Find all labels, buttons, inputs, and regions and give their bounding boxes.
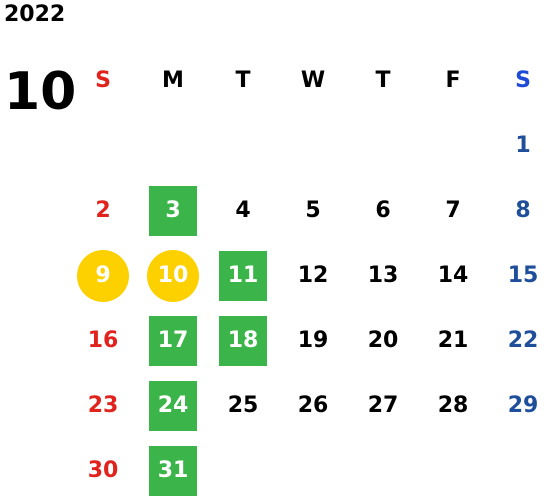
calendar-day-empty xyxy=(348,438,418,503)
highlighted-day-number: 17 xyxy=(149,315,197,366)
calendar-day-empty xyxy=(278,113,348,178)
calendar-day[interactable]: 10 xyxy=(138,243,208,308)
calendar-day[interactable]: 13 xyxy=(348,243,418,308)
weekday-header-friday: F xyxy=(445,68,461,93)
calendar-day[interactable]: 15 xyxy=(488,243,548,308)
calendar-day-empty xyxy=(68,113,138,178)
day-number: 20 xyxy=(367,328,399,353)
calendar-day[interactable]: 11 xyxy=(208,243,278,308)
calendar-day[interactable]: 28 xyxy=(418,373,488,438)
calendar-day[interactable]: 16 xyxy=(68,308,138,373)
calendar-day[interactable]: 18 xyxy=(208,308,278,373)
calendar-day[interactable]: 22 xyxy=(488,308,548,373)
calendar-day[interactable]: 3 xyxy=(138,178,208,243)
day-number: 27 xyxy=(367,393,399,418)
calendar-day[interactable]: 8 xyxy=(488,178,548,243)
calendar-day[interactable]: 14 xyxy=(418,243,488,308)
day-number: 30 xyxy=(87,458,119,483)
day-number: 7 xyxy=(445,198,461,223)
day-number: 1 xyxy=(515,133,531,158)
weekday-header-sunday: S xyxy=(95,68,111,93)
highlighted-day-number: 3 xyxy=(149,185,197,236)
day-number: 15 xyxy=(507,263,539,288)
calendar-year: 2022 xyxy=(4,2,66,27)
day-number: 14 xyxy=(437,263,469,288)
calendar-day[interactable]: 19 xyxy=(278,308,348,373)
day-number: 21 xyxy=(437,328,469,353)
calendar-day[interactable]: 26 xyxy=(278,373,348,438)
calendar-day[interactable]: 27 xyxy=(348,373,418,438)
day-number: 8 xyxy=(515,198,531,223)
calendar-day[interactable]: 9 xyxy=(68,243,138,308)
day-number: 23 xyxy=(87,393,119,418)
day-number: 5 xyxy=(305,198,321,223)
highlighted-day-number: 18 xyxy=(219,315,267,366)
highlighted-day-number: 31 xyxy=(149,445,197,496)
weekday-header-monday: M xyxy=(162,68,184,93)
calendar-day-empty xyxy=(208,438,278,503)
calendar-day[interactable]: 5 xyxy=(278,178,348,243)
calendar-day[interactable]: 6 xyxy=(348,178,418,243)
calendar-day[interactable]: 1 xyxy=(488,113,548,178)
weekday-header-saturday: S xyxy=(515,68,531,93)
calendar-day[interactable]: 31 xyxy=(138,438,208,503)
calendar-day-empty xyxy=(488,438,548,503)
calendar-day[interactable]: 2 xyxy=(68,178,138,243)
calendar-day[interactable]: 25 xyxy=(208,373,278,438)
day-number: 19 xyxy=(297,328,329,353)
day-number: 22 xyxy=(507,328,539,353)
day-number: 26 xyxy=(297,393,329,418)
calendar-day[interactable]: 4 xyxy=(208,178,278,243)
calendar-day[interactable]: 12 xyxy=(278,243,348,308)
calendar-day-empty xyxy=(418,113,488,178)
calendar-day-empty xyxy=(418,438,488,503)
calendar-day[interactable]: 30 xyxy=(68,438,138,503)
day-number: 16 xyxy=(87,328,119,353)
day-number: 6 xyxy=(375,198,391,223)
day-number: 29 xyxy=(507,393,539,418)
day-number: 13 xyxy=(367,263,399,288)
calendar-day[interactable]: 20 xyxy=(348,308,418,373)
weekday-header-thursday: T xyxy=(375,68,391,93)
calendar-month: 10 xyxy=(4,62,77,122)
weekday-header-wednesday: W xyxy=(300,68,326,93)
calendar-day-empty xyxy=(138,113,208,178)
calendar-day[interactable]: 29 xyxy=(488,373,548,438)
calendar-day-empty xyxy=(208,113,278,178)
calendar-day[interactable]: 17 xyxy=(138,308,208,373)
calendar-day[interactable]: 21 xyxy=(418,308,488,373)
highlighted-day-number: 10 xyxy=(147,249,199,302)
weekday-header-tuesday: T xyxy=(235,68,251,93)
highlighted-day-number: 9 xyxy=(77,249,129,302)
calendar-day[interactable]: 7 xyxy=(418,178,488,243)
calendar-day-empty xyxy=(348,113,418,178)
day-number: 2 xyxy=(95,198,111,223)
day-number: 25 xyxy=(227,393,259,418)
day-number: 4 xyxy=(235,198,251,223)
highlighted-day-number: 24 xyxy=(149,380,197,431)
calendar-day[interactable]: 24 xyxy=(138,373,208,438)
calendar-day-empty xyxy=(278,438,348,503)
day-number: 28 xyxy=(437,393,469,418)
day-number: 12 xyxy=(297,263,329,288)
calendar-day[interactable]: 23 xyxy=(68,373,138,438)
highlighted-day-number: 11 xyxy=(219,250,267,301)
